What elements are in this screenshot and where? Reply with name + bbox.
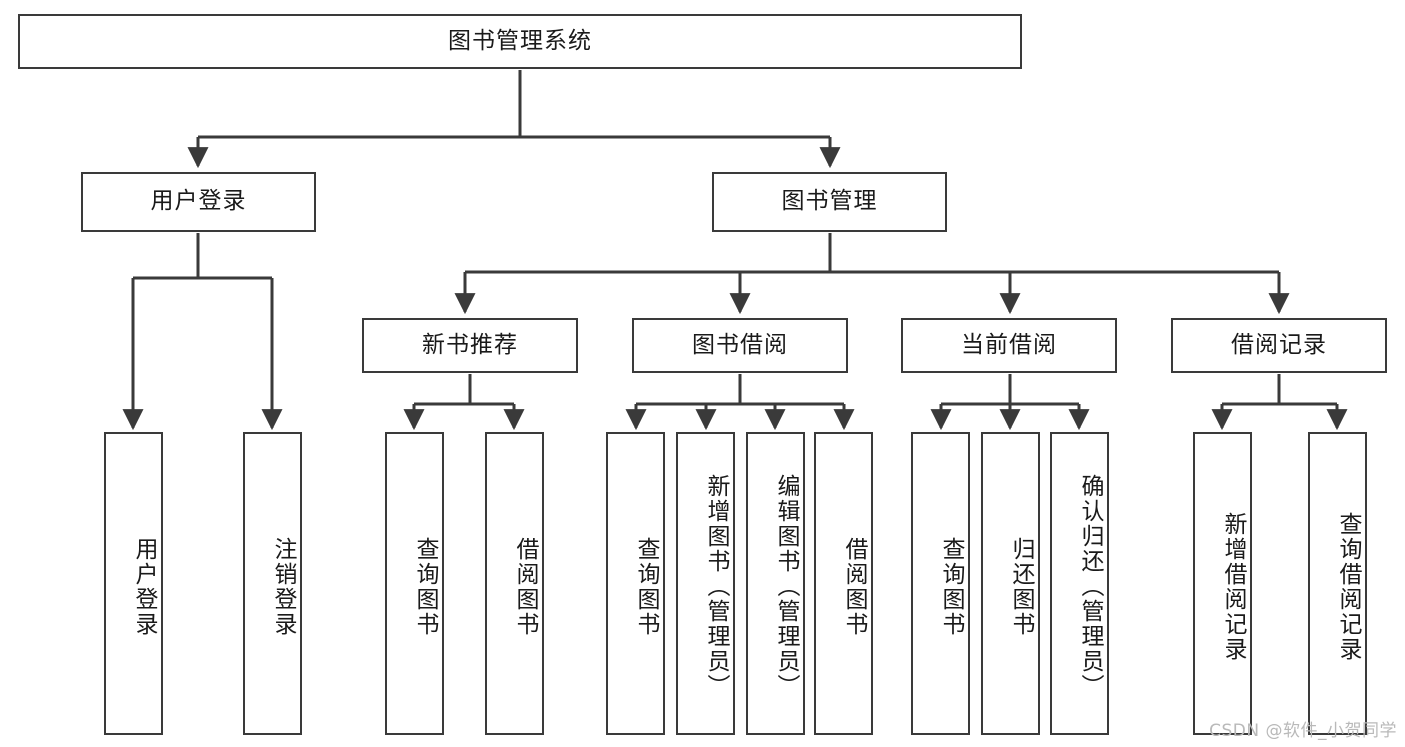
csdn-watermark: CSDN @软件_小贺同学 bbox=[1209, 721, 1397, 741]
leaf-borrow-record-add[interactable]: 新增借阅记录 bbox=[1193, 432, 1252, 735]
leaf-label: 用户登录 bbox=[131, 536, 157, 637]
leaf-book-borrow-edit[interactable]: 编辑图书（管理员） bbox=[746, 432, 805, 735]
leaf-book-borrow-query[interactable]: 查询图书 bbox=[606, 432, 665, 735]
leaf-label: 注销登录 bbox=[270, 536, 296, 637]
leaf-book-borrow-borrow[interactable]: 借阅图书 bbox=[814, 432, 873, 735]
leaf-new-book-query[interactable]: 查询图书 bbox=[385, 432, 444, 735]
node-new-book-recommendation[interactable]: 新书推荐 bbox=[362, 318, 578, 373]
leaf-label: 查询图书 bbox=[938, 536, 964, 637]
node-borrow-record[interactable]: 借阅记录 bbox=[1171, 318, 1387, 373]
leaf-label: 确认归还（管理员） bbox=[1077, 474, 1103, 699]
leaf-label: 借阅图书 bbox=[841, 536, 867, 637]
leaf-label: 新增图书（管理员） bbox=[703, 474, 729, 699]
node-user-login[interactable]: 用户登录 bbox=[81, 172, 316, 232]
leaf-current-borrow-confirm-return[interactable]: 确认归还（管理员） bbox=[1050, 432, 1109, 735]
leaf-borrow-record-query[interactable]: 查询借阅记录 bbox=[1308, 432, 1367, 735]
leaf-label: 归还图书 bbox=[1008, 536, 1034, 637]
leaf-user-login-login[interactable]: 用户登录 bbox=[104, 432, 163, 735]
leaf-label: 编辑图书（管理员） bbox=[773, 474, 799, 699]
leaf-book-borrow-add[interactable]: 新增图书（管理员） bbox=[676, 432, 735, 735]
node-current-borrow[interactable]: 当前借阅 bbox=[901, 318, 1117, 373]
leaf-user-login-logout[interactable]: 注销登录 bbox=[243, 432, 302, 735]
leaf-label: 借阅图书 bbox=[512, 536, 538, 637]
leaf-current-borrow-return[interactable]: 归还图书 bbox=[981, 432, 1040, 735]
leaf-new-book-borrow[interactable]: 借阅图书 bbox=[485, 432, 544, 735]
leaf-current-borrow-query[interactable]: 查询图书 bbox=[911, 432, 970, 735]
leaf-label: 查询图书 bbox=[412, 536, 438, 637]
leaf-label: 新增借阅记录 bbox=[1220, 511, 1246, 662]
leaf-label: 查询借阅记录 bbox=[1335, 511, 1361, 662]
leaf-label: 查询图书 bbox=[633, 536, 659, 637]
node-book-borrow[interactable]: 图书借阅 bbox=[632, 318, 848, 373]
node-book-management[interactable]: 图书管理 bbox=[712, 172, 947, 232]
node-root-system[interactable]: 图书管理系统 bbox=[18, 14, 1022, 69]
